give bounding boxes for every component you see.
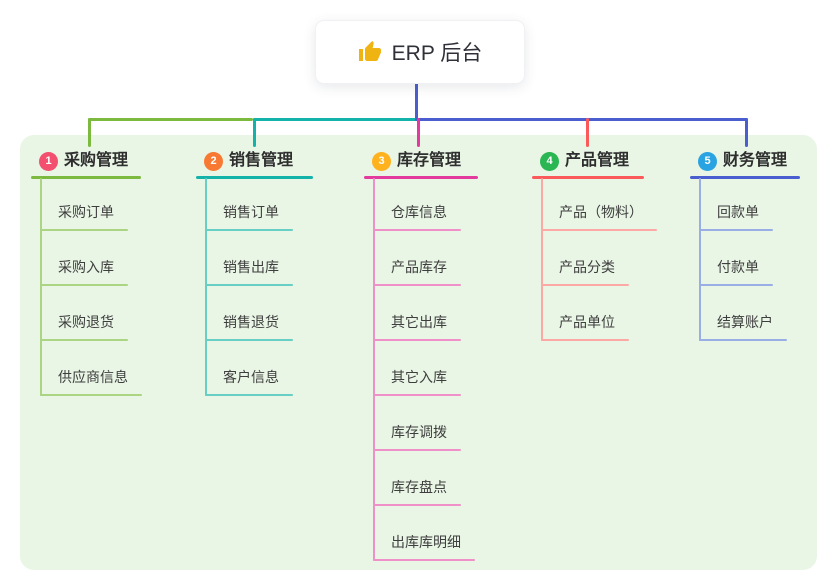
child-underline [40, 339, 128, 341]
branch-title-underline [532, 176, 644, 179]
child-underline [205, 394, 293, 396]
branch-number-badge: 2 [204, 152, 223, 171]
child-underline [205, 229, 293, 231]
child-node[interactable]: 产品库存 [391, 259, 447, 275]
branch-drop-line [88, 118, 91, 147]
child-underline [40, 394, 142, 396]
child-node[interactable]: 销售订单 [223, 204, 279, 220]
branch-panel-background [20, 135, 817, 570]
branch-title-node[interactable]: 销售管理 [229, 152, 294, 169]
child-underline [373, 449, 461, 451]
child-node[interactable]: 其它入库 [391, 369, 447, 385]
child-node[interactable]: 付款单 [717, 259, 759, 275]
thumbs-up-icon [358, 40, 382, 64]
branch-title-node[interactable]: 采购管理 [64, 152, 129, 169]
child-underline [699, 229, 773, 231]
child-underline [373, 229, 461, 231]
child-node[interactable]: 采购入库 [58, 259, 114, 275]
child-underline [541, 284, 629, 286]
branch-title-underline [364, 176, 478, 179]
child-node[interactable]: 产品单位 [559, 314, 615, 330]
child-node[interactable]: 仓库信息 [391, 204, 447, 220]
child-underline [373, 284, 461, 286]
child-node[interactable]: 库存盘点 [391, 479, 447, 495]
child-node[interactable]: 其它出库 [391, 314, 447, 330]
branch-spine-line [699, 178, 701, 341]
child-node[interactable]: 产品分类 [559, 259, 615, 275]
child-node[interactable]: 采购退货 [58, 314, 114, 330]
child-underline [373, 394, 461, 396]
child-node[interactable]: 销售出库 [223, 259, 279, 275]
child-node[interactable]: 回款单 [717, 204, 759, 220]
child-node[interactable]: 客户信息 [223, 369, 279, 385]
branch-number-badge: 1 [39, 152, 58, 171]
branch-spine-line [205, 178, 207, 396]
child-underline [373, 339, 461, 341]
bus-segment-line [88, 118, 253, 121]
branch-drop-line [586, 118, 589, 147]
branch-drop-line [745, 118, 748, 147]
root-node-label: ERP 后台 [391, 42, 483, 65]
branch-title-node[interactable]: 财务管理 [723, 152, 788, 169]
bus-segment-line [415, 118, 748, 121]
branch-title-node[interactable]: 产品管理 [565, 152, 630, 169]
branch-number-badge: 3 [372, 152, 391, 171]
branch-spine-line [40, 178, 42, 396]
child-node[interactable]: 结算账户 [717, 314, 773, 330]
branch-spine-line [541, 178, 543, 341]
branch-title-node[interactable]: 库存管理 [397, 152, 462, 169]
branch-title-underline [196, 176, 313, 179]
root-node[interactable]: ERP 后台 [315, 20, 525, 84]
child-underline [205, 284, 293, 286]
branch-number-badge: 5 [698, 152, 717, 171]
child-underline [373, 559, 475, 561]
child-underline [541, 229, 657, 231]
child-node[interactable]: 供应商信息 [58, 369, 128, 385]
branch-drop-line [253, 118, 256, 147]
branch-title-underline [31, 176, 141, 179]
branch-drop-line [417, 118, 420, 147]
bus-segment-line [253, 118, 418, 121]
child-underline [40, 284, 128, 286]
child-underline [699, 284, 773, 286]
child-node[interactable]: 销售退货 [223, 314, 279, 330]
child-node[interactable]: 产品（物料） [559, 204, 643, 220]
child-underline [40, 229, 128, 231]
root-stem-line [415, 80, 418, 121]
branch-number-badge: 4 [540, 152, 559, 171]
branch-spine-line [373, 178, 375, 561]
branch-title-underline [690, 176, 800, 179]
child-underline [205, 339, 293, 341]
child-underline [373, 504, 461, 506]
child-node[interactable]: 采购订单 [58, 204, 114, 220]
child-underline [541, 339, 629, 341]
child-underline [699, 339, 787, 341]
child-node[interactable]: 库存调拨 [391, 424, 447, 440]
child-node[interactable]: 出库库明细 [391, 534, 461, 550]
